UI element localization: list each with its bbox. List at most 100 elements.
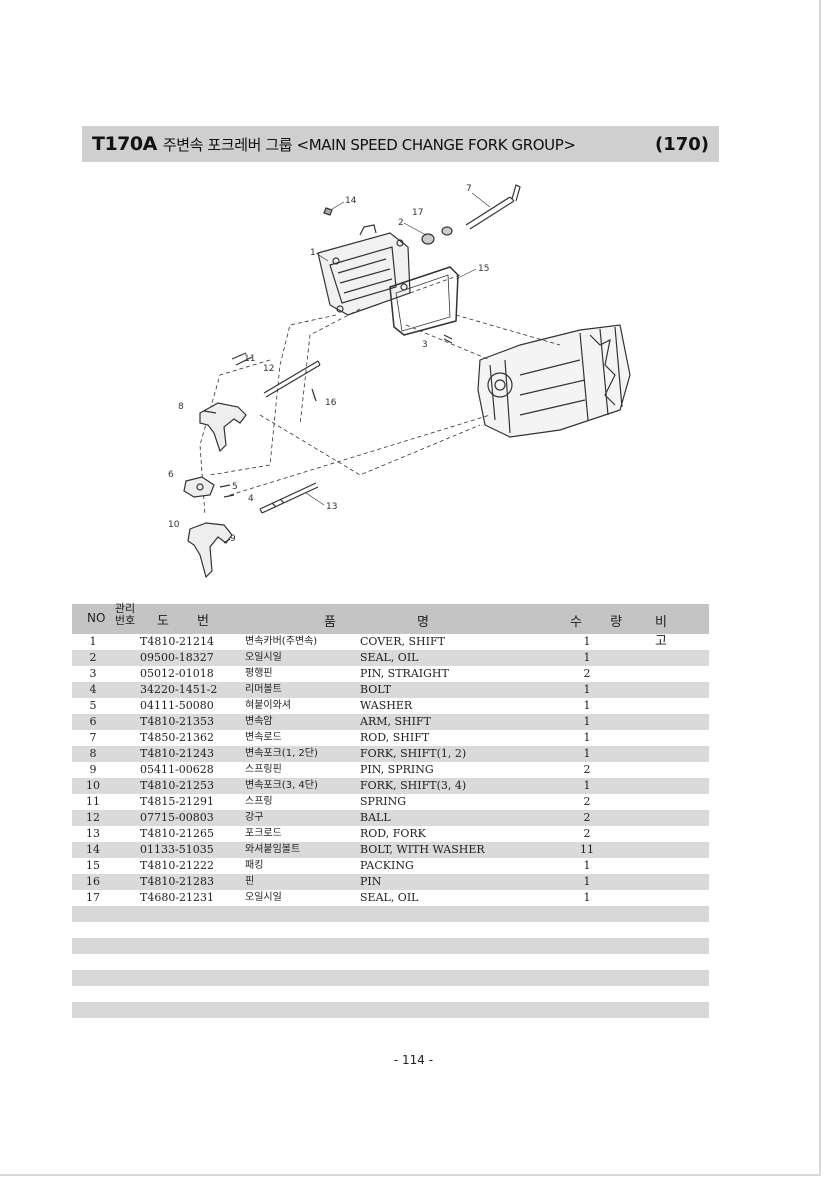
english-name: SEAL, OIL: [360, 651, 419, 664]
part-number: T4850-21362: [140, 731, 215, 744]
empty-row: [72, 938, 709, 954]
exploded-parts-diagram: 14 7 17 2 1 15 3 11 12 8 16 6 5 4 13 10 …: [168, 184, 631, 579]
callout-12: 12: [263, 364, 274, 374]
quantity: 11: [580, 843, 594, 856]
quantity: 1: [583, 875, 591, 888]
english-name: BOLT: [360, 683, 392, 696]
korean-name: 스프링핀: [245, 764, 282, 775]
quantity: 1: [583, 683, 591, 696]
part-number: T4810-21265: [140, 827, 215, 840]
part-number: 09500-18327: [140, 651, 214, 664]
table-header: NO 관리 번호 도 번 품 명 수 량 비 고: [72, 603, 709, 649]
part-number: 07715-00803: [140, 811, 214, 824]
row-number: 14: [86, 843, 100, 856]
page-number: - 114 -: [393, 1053, 434, 1067]
part-number: 34220-1451-2: [140, 683, 218, 696]
korean-name: 스프링: [245, 796, 273, 807]
row-number: 6: [89, 715, 97, 728]
part-number: T4810-21353: [140, 715, 215, 728]
callout-14: 14: [345, 196, 357, 206]
part-number: 01133-51035: [140, 843, 214, 856]
english-name: BALL: [360, 811, 391, 824]
english-name: COVER, SHIFT: [360, 635, 445, 648]
row-number: 7: [89, 731, 97, 744]
callout-17: 17: [412, 208, 423, 218]
callout-6: 6: [168, 470, 174, 480]
quantity: 1: [583, 891, 591, 904]
english-name: FORK, SHIFT(3, 4): [360, 779, 467, 792]
quantity: 1: [583, 747, 591, 760]
korean-name: 핀: [245, 876, 255, 887]
korean-name: 오일시일: [245, 652, 282, 663]
quantity: 1: [583, 651, 591, 664]
english-name: BOLT, WITH WASHER: [360, 843, 485, 856]
row-number: 10: [86, 779, 100, 792]
english-name: WASHER: [360, 699, 413, 712]
header-drawing: 도: [157, 614, 169, 629]
callout-15: 15: [478, 264, 489, 274]
packing-drawing: [389, 266, 459, 336]
row-number: 12: [86, 811, 100, 824]
part-number: 04111-50080: [140, 699, 214, 712]
part-number: T4680-21231: [140, 891, 215, 904]
header-number: 번: [197, 614, 209, 629]
korean-name: 변속암: [245, 716, 273, 727]
english-name: SEAL, OIL: [360, 891, 419, 904]
row-number: 1: [89, 635, 97, 648]
row-number: 13: [86, 827, 100, 840]
quantity: 2: [583, 795, 591, 808]
callout-7: 7: [466, 184, 472, 194]
callout-1: 1: [310, 248, 316, 258]
english-name: ARM, SHIFT: [360, 715, 431, 728]
empty-row: [72, 970, 709, 986]
shift-fork-1-2-drawing: [199, 402, 247, 453]
empty-row: [72, 1002, 709, 1018]
quantity: 2: [583, 763, 591, 776]
header-remarks: 비 고: [655, 615, 679, 649]
callout-4: 4: [248, 494, 254, 504]
header-name: 명: [417, 615, 429, 630]
korean-name: 패킹: [245, 860, 264, 871]
quantity: 2: [583, 827, 591, 840]
shift-fork-3-4-drawing: [187, 522, 233, 579]
english-name: PACKING: [360, 859, 414, 872]
title-bar: T170A 주변속 포크레버 그룹 <MAIN SPEED CHANGE FOR…: [82, 126, 719, 162]
quantity: 2: [583, 811, 591, 824]
quantity: 1: [583, 731, 591, 744]
korean-name: 평행핀: [245, 668, 273, 679]
row-number: 16: [86, 875, 100, 888]
row-number: 2: [89, 651, 97, 664]
table-row: 2 09500-18327 오일시일 SEAL, OIL 1: [72, 650, 709, 666]
callout-5: 5: [232, 482, 238, 492]
korean-name: 변속포크(1, 2단): [245, 748, 318, 759]
callout-2: 2: [398, 218, 404, 228]
row-number: 11: [86, 795, 100, 808]
row-number: 17: [86, 891, 100, 904]
row-number: 8: [89, 747, 97, 760]
callout-16: 16: [325, 398, 337, 408]
english-name: PIN: [360, 875, 382, 888]
english-name: PIN, SPRING: [360, 763, 434, 776]
callout-3: 3: [422, 340, 428, 350]
callout-11: 11: [244, 354, 255, 364]
callout-13: 13: [326, 502, 337, 512]
header-item: 품: [324, 615, 336, 630]
part-number: T4815-21291: [140, 795, 215, 808]
quantity: 2: [583, 667, 591, 680]
row-number: 9: [89, 763, 97, 776]
korean-name: 변속포크(3, 4단): [245, 780, 318, 791]
part-number: 05012-01018: [140, 667, 214, 680]
